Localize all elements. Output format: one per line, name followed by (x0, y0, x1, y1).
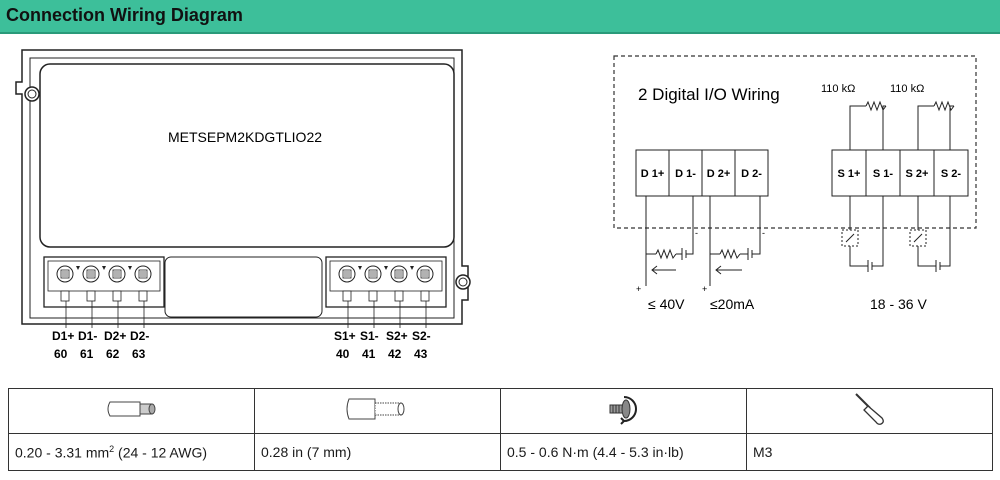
input-terminal-label-3: S 2+ (906, 168, 929, 180)
torque-screw-icon (609, 395, 637, 425)
input-terminal-block: S 1+ S 1- S 2+ S 2- (831, 149, 969, 197)
stripped-wire-icon (346, 398, 404, 419)
left-terminal-key-2 (102, 266, 106, 270)
wire-size-value: 0.20 - 3.31 mm2 (24 - 12 AWG) (8, 433, 255, 471)
right-terminal-key-2 (384, 266, 388, 270)
left-terminal-key-1 (76, 266, 80, 270)
wiring-title: 2 Digital I/O Wiring (638, 85, 780, 104)
output-terminal-label-3: D 2+ (707, 168, 731, 180)
stripped-wire-cell (254, 388, 501, 434)
output-current: ≤20mA (710, 296, 755, 312)
right-terminal-wire-entry-3 (394, 290, 404, 302)
wire-size-awg: (24 - 12 AWG) (114, 444, 208, 461)
input-terminal-label-2: S 1- (873, 168, 894, 180)
output-1-plus: + (636, 284, 641, 294)
torque-cell (500, 388, 747, 434)
input-1-resistor (849, 100, 887, 150)
screwdriver-cell (746, 388, 993, 434)
left-terminal-wire-entry-2 (86, 290, 96, 302)
left-terminal-name-3: D2+ (104, 329, 126, 343)
output-2-minus: - (762, 228, 765, 238)
right-terminal-name-2: S1- (360, 329, 379, 343)
left-terminal-number-4: 63 (132, 347, 146, 361)
left-terminal-name-1: D1+ (52, 329, 74, 343)
screwdriver-value: M3 (746, 433, 993, 471)
specification-table: 0.20 - 3.31 mm2 (24 - 12 AWG) 0.28 in (7… (8, 388, 993, 471)
output-voltage: ≤ 40V (648, 296, 685, 312)
input-terminal-label-4: S 2- (941, 168, 962, 180)
input-terminal-box-3 (899, 149, 935, 197)
right-terminal-block (325, 256, 447, 308)
resistor-label-1: 110 kΩ (821, 83, 855, 95)
left-terminal-wire-entry-1 (60, 290, 70, 302)
right-terminal-key-1 (358, 266, 362, 270)
right-terminal-wire-entry-4 (420, 290, 430, 302)
right-terminal-number-4: 43 (414, 347, 428, 361)
output-terminal-box-1 (635, 149, 670, 197)
spec-value-row: 0.20 - 3.31 mm2 (24 - 12 AWG) 0.28 in (7… (8, 433, 993, 471)
left-terminal-wire-entry-3 (112, 290, 122, 302)
wire-ferrule-icon (107, 401, 155, 416)
output-wiring (645, 196, 761, 286)
output-terminal-label-4: D 2- (741, 168, 762, 180)
input-voltage: 18 - 36 V (870, 296, 927, 312)
title-bar: Connection Wiring Diagram (0, 0, 1000, 32)
input-2-resistor (917, 100, 955, 150)
device-center-recess (164, 256, 323, 318)
left-terminal-number-1: 60 (54, 347, 68, 361)
left-terminal-number-2: 61 (80, 347, 94, 361)
wire-ferrule-cell (8, 388, 255, 434)
right-terminal-key-3 (410, 266, 414, 270)
output-terminal-block: D 1+ D 1- D 2+ D 2- (635, 149, 769, 197)
right-terminal-name-1: S1+ (334, 329, 356, 343)
left-mount-hook-inner (27, 89, 37, 99)
screwdriver-icon (854, 392, 884, 425)
left-terminal-wire-entry-4 (138, 290, 148, 302)
terminal-labels: D1+ 60 D1- 61 D2+ 62 D2- 63 S1+ 40 S1- 41 S2+ 42 S2- 43 (52, 301, 431, 361)
device-diagram: METSEPM2KDGTLIO22 D1+ 60 D1- 61 D2+ 62 D2- 63 S1… (15, 49, 471, 361)
right-terminal-number-1: 40 (336, 347, 350, 361)
device-screen (39, 63, 455, 248)
output-1-minus: - (695, 228, 698, 238)
title-divider (0, 32, 1000, 34)
device-model: METSEPM2KDGTLIO22 (168, 129, 322, 145)
right-terminal-name-4: S2- (412, 329, 431, 343)
strip-length-value: 0.28 in (7 mm) (254, 433, 501, 471)
wiring-diagram: 2 Digital I/O Wiring D 1+ D 1- D 2+ D 2- S … (613, 55, 977, 312)
input-wiring (841, 196, 951, 272)
input-terminal-box-4 (933, 149, 969, 197)
right-terminal-wire-entry-2 (368, 290, 378, 302)
right-terminal-name-3: S2+ (386, 329, 408, 343)
wire-size-superscript: 2 (109, 443, 115, 454)
left-terminal-key-3 (128, 266, 132, 270)
left-terminal-block (43, 256, 165, 308)
left-terminal-number-3: 62 (106, 347, 120, 361)
output-terminal-label-2: D 1- (675, 168, 696, 180)
left-terminal-name-4: D2- (130, 329, 149, 343)
right-terminal-wire-entry-1 (342, 290, 352, 302)
page-title: Connection Wiring Diagram (6, 5, 243, 25)
output-2-plus: + (702, 284, 707, 294)
wire-size-text: 0.20 - 3.31 mm (15, 444, 110, 461)
torque-value: 0.5 - 0.6 N·m (4.4 - 5.3 in·lb) (500, 433, 747, 471)
right-terminal-number-2: 41 (362, 347, 376, 361)
device-boundary (613, 55, 977, 229)
right-terminal-number-3: 42 (388, 347, 402, 361)
left-terminal-name-2: D1- (78, 329, 97, 343)
output-terminal-box-4 (734, 149, 769, 197)
resistor-label-2: 110 kΩ (890, 83, 924, 95)
input-terminal-label-1: S 1+ (838, 168, 861, 180)
spec-icon-row (8, 388, 993, 434)
output-terminal-label-1: D 1+ (641, 168, 665, 180)
input-terminal-box-2 (865, 149, 901, 197)
right-mount-hook-inner (458, 277, 468, 287)
input-terminal-box-1 (831, 149, 867, 197)
